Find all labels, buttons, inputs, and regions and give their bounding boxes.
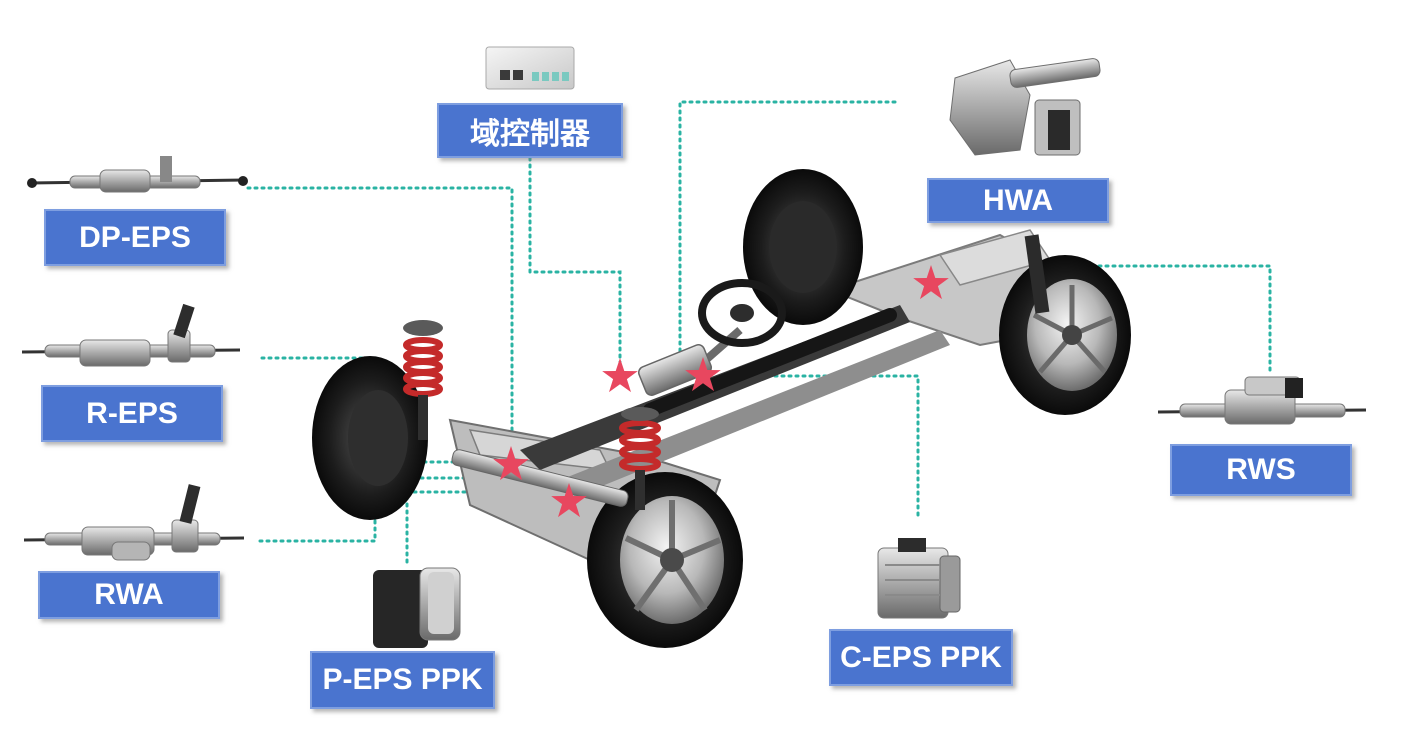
leader-hwa <box>678 100 897 370</box>
hwa-image <box>949 58 1101 156</box>
c-eps-ppk-image <box>877 538 961 619</box>
p-eps-ppk-image <box>373 567 461 648</box>
domain-controller-image <box>485 46 575 90</box>
label-rws: RWS <box>1170 444 1352 496</box>
rws-image <box>1157 376 1367 425</box>
label-p-eps-ppk: P-EPS PPK <box>310 651 495 709</box>
label-rwa: RWA <box>38 571 220 619</box>
markers <box>493 265 949 518</box>
label-hwa: HWA <box>927 178 1109 223</box>
label-c-eps-ppk: C-EPS PPK <box>829 629 1013 686</box>
star-icon <box>551 483 587 518</box>
leader-dp-eps <box>246 186 514 434</box>
star-icon <box>913 265 949 300</box>
label-dp-eps: DP-EPS <box>44 209 226 266</box>
label-r-eps: R-EPS <box>41 385 223 442</box>
star-icon <box>602 358 638 393</box>
chassis <box>312 169 1131 648</box>
star-icon <box>493 446 529 481</box>
star-icon <box>685 357 721 392</box>
rwa-image <box>23 484 245 561</box>
r-eps-image <box>21 303 241 367</box>
leader-c-eps-ppk <box>766 374 920 517</box>
label-domain-controller: 域控制器 <box>437 103 623 158</box>
dp-eps-image <box>27 156 248 193</box>
leader-domain-controller <box>528 156 622 378</box>
